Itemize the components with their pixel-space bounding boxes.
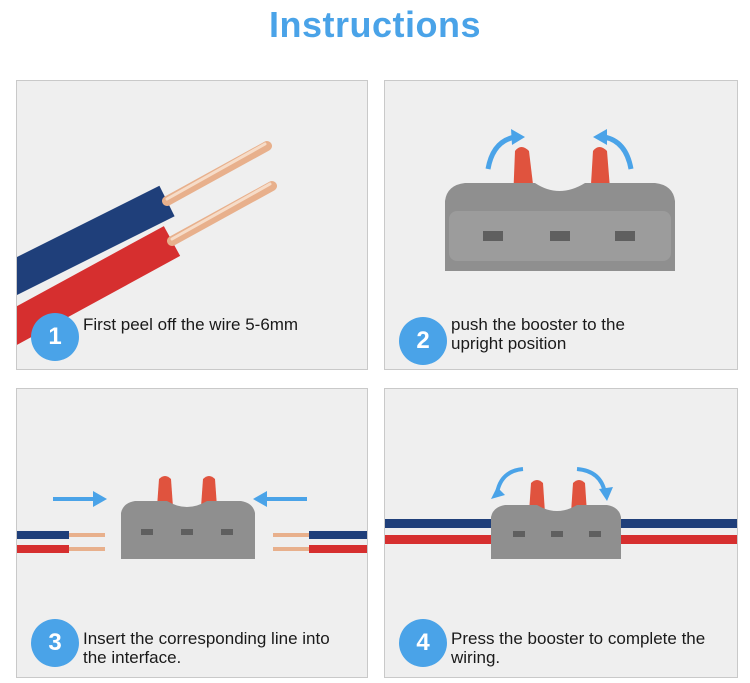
step-number-badge: 4: [399, 619, 447, 667]
completed-wiring-illustration: [385, 467, 737, 559]
step-caption: First peel off the wire 5-6mm: [83, 315, 299, 334]
step-caption: push the booster to the upright position: [451, 315, 625, 353]
step-number-badge: 2: [399, 317, 447, 365]
curved-arrow-icon: [599, 487, 613, 501]
step-2-panel: 2 push the booster to the upright positi…: [384, 80, 738, 370]
curved-arrow-icon: [491, 487, 505, 499]
right-arrow-icon: [93, 491, 107, 507]
stripped-wires-illustration: [17, 141, 277, 345]
page-title: Instructions: [268, 4, 481, 45]
curved-arrow-icon: [511, 129, 525, 145]
step-1-panel: 1 First peel off the wire 5-6mm: [16, 80, 368, 370]
insert-wires-illustration: [17, 476, 367, 559]
step-4-panel: 4 Press the booster to complete the wiri…: [384, 388, 738, 678]
step-3-panel: 3 Insert the corresponding line into the…: [16, 388, 368, 678]
left-arrow-icon: [253, 491, 267, 507]
step-caption: Insert the corresponding line into the i…: [83, 629, 330, 667]
curved-arrow-icon: [593, 129, 607, 145]
step-number-badge: 3: [31, 619, 79, 667]
step-caption: Press the booster to complete the wiring…: [451, 629, 706, 667]
connector-levers-up-illustration: [445, 129, 675, 271]
step-number-badge: 1: [31, 313, 79, 361]
